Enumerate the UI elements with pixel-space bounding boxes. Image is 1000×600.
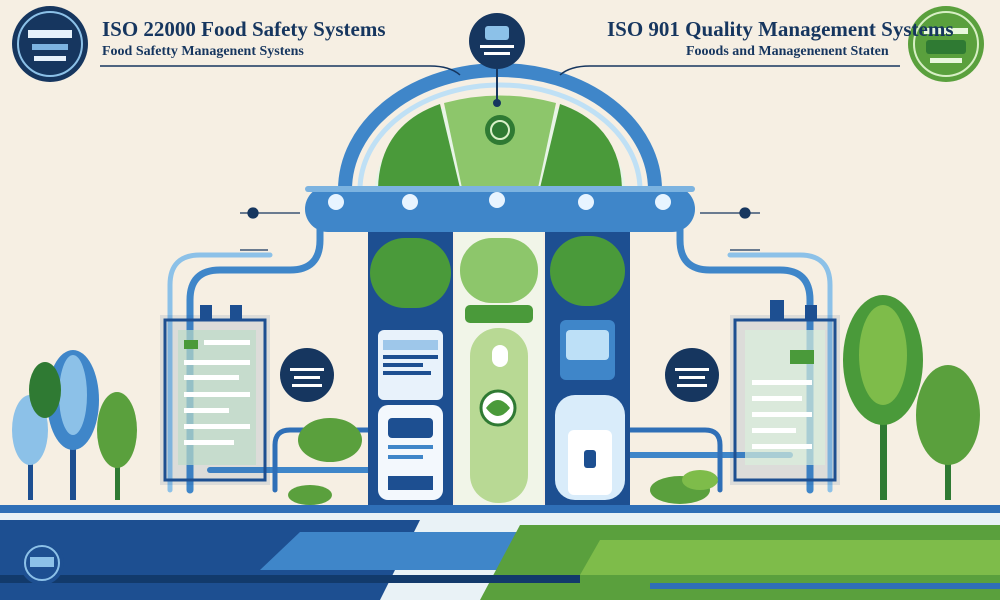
- iso9001-title: ISO 901 Quality Management Systems: [607, 17, 954, 41]
- ground-bands: [0, 505, 1000, 600]
- iso22000-subtitle: Food Safetty Managenent Systens: [102, 44, 304, 59]
- small-bottom-seal: [20, 541, 64, 585]
- trees-left: [12, 350, 362, 505]
- iso9001-seal: [908, 6, 984, 82]
- iso22000-title: ISO 22000 Food Safety Systems: [102, 17, 386, 41]
- top-center-badge: [469, 13, 525, 107]
- process-band: [305, 186, 695, 232]
- columns: [368, 232, 630, 505]
- callout-lines: [240, 207, 760, 251]
- right-tank: [730, 300, 840, 485]
- header-lines: [100, 65, 900, 76]
- iso22000-seal: [12, 6, 88, 82]
- central-arch: [338, 63, 662, 191]
- left-tank: [160, 305, 270, 485]
- trees-right: [650, 295, 980, 504]
- iso9001-subtitle: Fooods and Managenenent Staten: [686, 44, 889, 59]
- info-bubbles: [280, 348, 719, 402]
